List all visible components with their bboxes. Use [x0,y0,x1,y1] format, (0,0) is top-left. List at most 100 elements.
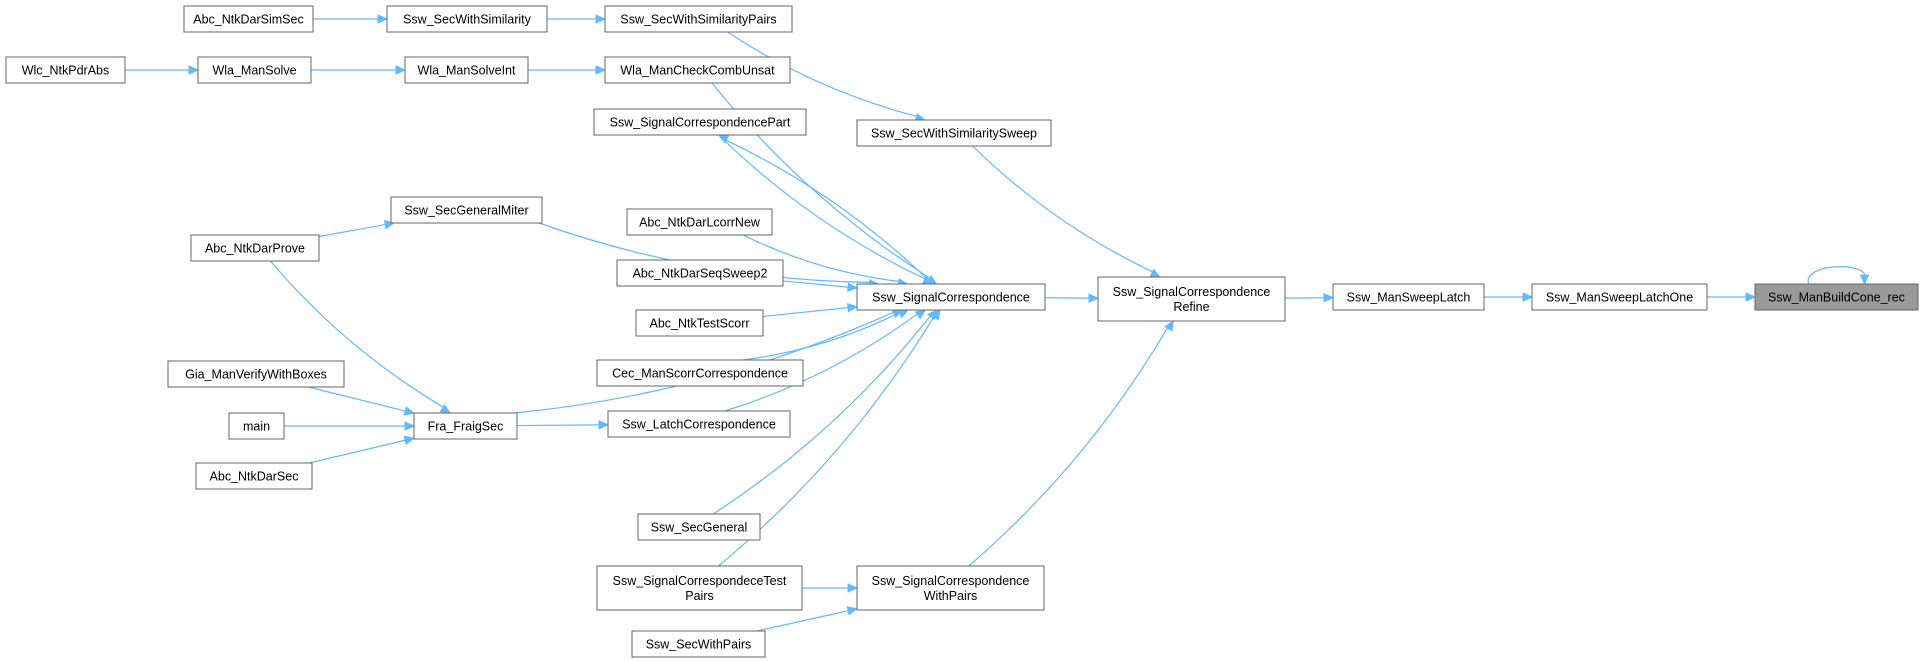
edge-ssw_secwithsimilaritysweep-to-ssw_signalcorrespondencerefine [972,145,1162,278]
arrowhead [1522,292,1534,302]
node-box[interactable] [413,412,518,440]
edge-abc_ntkdarprove-to-ssw_secgeneralmiter [318,219,396,238]
node-ssw_latchcorrespondence[interactable]: Ssw_LatchCorrespondence [607,410,791,438]
node-label: Fra_FraigSec [428,420,504,434]
edge-line [725,139,933,285]
node-wla_mancheckcombunsat[interactable]: Wla_ManCheckCombUnsat [604,56,791,84]
node-label: Ssw_SignalCorrespondeceTest [613,574,787,588]
node-box[interactable] [856,565,1045,611]
edge-ssw_signalcorrespondence-to-ssw_signalcorrespondencerefine [1044,293,1100,303]
arrowhead [404,421,416,431]
node-label: Abc_NtkDarSimSec [193,13,303,27]
node-box[interactable] [607,410,791,438]
node-label: Ssw_SecWithSimilaritySweep [871,127,1037,141]
edge-abc_ntktestscorr-to-ssw_signalcorrespondence [762,302,859,318]
node-abc_ntkdarsimsec[interactable]: Abc_NtkDarSimSec [183,5,314,33]
node-box[interactable] [167,360,345,388]
arrowhead [395,65,407,75]
arrowhead [377,14,389,24]
node-ssw_secwithpairs[interactable]: Ssw_SecWithPairs [631,630,766,658]
edge-abc_ntkdarseqsweep2-to-ssw_signalcorrespondence [782,280,859,292]
node-cec_manscorrcorrespondence[interactable]: Cec_ManScorrCorrespondence [596,359,804,387]
edge-line [727,31,917,117]
arrowhead [598,420,610,430]
node-label: Ssw_SecWithSimilarity [403,13,532,27]
edge-line [318,224,386,238]
node-box[interactable] [856,119,1052,147]
node-box[interactable] [631,630,766,658]
node-ssw_secgeneral[interactable]: Ssw_SecGeneral [637,513,761,541]
arrowhead [1323,293,1335,303]
node-fra_fraigsec[interactable]: Fra_FraigSec [413,412,518,440]
node-ssw_manbuildcone_rec[interactable]: Ssw_ManBuildCone_rec [1754,283,1919,311]
node-abc_ntkdarsec[interactable]: Abc_NtkDarSec [195,462,313,490]
node-box[interactable] [404,56,529,84]
node-box[interactable] [604,56,791,84]
node-box[interactable] [1531,283,1708,311]
edge-wla_mansolveint-to-wla_mancheckcombunsat [528,65,607,75]
edge-ssw_latchcorrespondence-to-ssw_signalcorrespondence [724,309,927,412]
arrowhead [595,14,607,24]
edge-line [308,386,406,412]
node-label: WithPairs [924,589,977,603]
node-ssw_secwithsimilaritysweep[interactable]: Ssw_SecWithSimilaritySweep [856,119,1052,147]
node-label: Ssw_ManBuildCone_rec [1768,291,1905,305]
node-box[interactable] [1332,283,1485,311]
node-abc_ntkdarprove[interactable]: Abc_NtkDarProve [190,234,320,262]
node-box[interactable] [637,513,761,541]
arrowhead [1859,274,1870,286]
node-box[interactable] [1754,283,1919,311]
arrowhead [930,308,941,321]
node-box[interactable] [596,359,804,387]
node-label: Wla_ManSolve [212,64,296,78]
edges-layer [125,14,1870,632]
node-box[interactable] [195,462,313,490]
node-abc_ntkdarseqsweep2[interactable]: Abc_NtkDarSeqSweep2 [616,259,784,287]
arrowhead [846,606,859,616]
node-box[interactable] [386,5,548,33]
edge-line [742,234,899,283]
node-ssw_secgeneralmiter[interactable]: Ssw_SecGeneralMiter [390,196,543,224]
node-ssw_mansweeplatch[interactable]: Ssw_ManSweepLatch [1332,283,1485,311]
node-ssw_secwithsimilaritypairs[interactable]: Ssw_SecWithSimilarityPairs [604,5,793,33]
node-ssw_signalcorrespondence[interactable]: Ssw_SignalCorrespondence [856,283,1046,311]
node-wlc_ntkpdrabs[interactable]: Wlc_NtkPdrAbs [5,56,126,84]
node-box[interactable] [183,5,314,33]
node-box[interactable] [626,208,773,236]
node-box[interactable] [856,283,1046,311]
node-ssw_mansweeplatchone[interactable]: Ssw_ManSweepLatchOne [1531,283,1708,311]
node-ssw_secwithsimilarity[interactable]: Ssw_SecWithSimilarity [386,5,548,33]
node-abc_ntktestscorr[interactable]: Abc_NtkTestScorr [635,309,764,337]
node-box[interactable] [197,56,312,84]
node-ssw_signalcorrespondencepart[interactable]: Ssw_SignalCorrespondencePart [593,108,807,136]
node-box[interactable] [593,108,807,136]
node-label: Ssw_SecWithPairs [646,638,752,652]
node-wla_mansolveint[interactable]: Wla_ManSolveInt [404,56,529,84]
node-box[interactable] [604,5,793,33]
node-box[interactable] [616,259,784,287]
node-main[interactable]: main [228,412,285,440]
arrowhead [914,309,927,320]
node-box[interactable] [635,309,764,337]
node-label: Gia_ManVerifyWithBoxes [185,368,327,382]
node-abc_ntkdarlcorrnew[interactable]: Abc_NtkDarLcorrNew [626,208,773,236]
arrowhead [403,406,416,416]
node-gia_manverifywithboxes[interactable]: Gia_ManVerifyWithBoxes [167,360,345,388]
arrowhead [1164,319,1174,332]
node-wla_mansolve[interactable]: Wla_ManSolve [197,56,312,84]
node-box[interactable] [390,196,543,224]
node-box[interactable] [596,565,803,611]
node-box[interactable] [5,56,126,84]
node-box[interactable] [1097,276,1286,322]
node-label: Ssw_ManSweepLatch [1347,291,1471,305]
node-label: Wla_ManCheckCombUnsat [620,64,775,78]
node-box[interactable] [190,234,320,262]
node-label: main [243,420,270,434]
node-box[interactable] [228,412,285,440]
node-label: Ssw_SignalCorrespondence [872,291,1030,305]
